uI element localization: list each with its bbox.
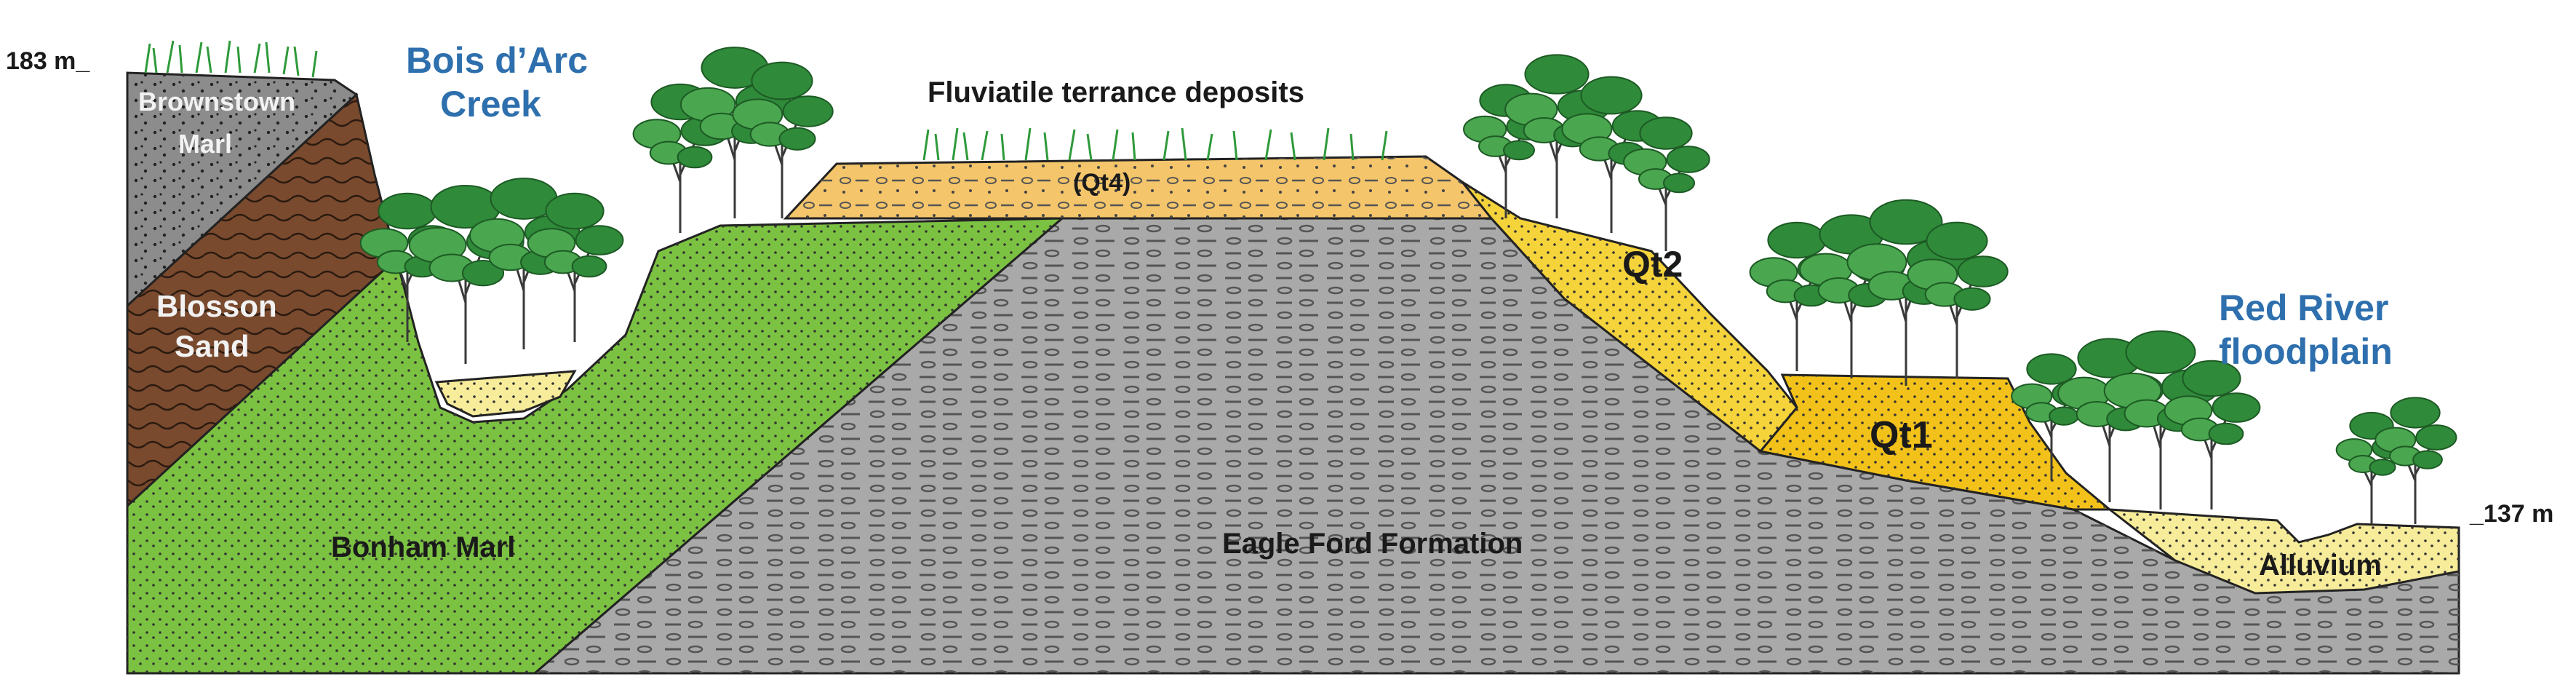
creek-bed-fill xyxy=(434,370,577,418)
tree-icon xyxy=(2335,411,2409,524)
floodplain-label-line2: floodplain xyxy=(2219,331,2393,372)
trees xyxy=(359,47,2457,524)
creek-label-line1: Bois d’Arc xyxy=(406,40,588,81)
tree-icon xyxy=(1504,54,1611,218)
terrace-deposits-label: Fluviatile terrance deposits xyxy=(928,76,1304,108)
brownstown-marl-unit xyxy=(126,71,359,309)
qt4-label: (Qt4) xyxy=(1073,169,1131,197)
brownstown-label-line2: Marl xyxy=(178,129,232,159)
eagle-ford-label: Eagle Ford Formation xyxy=(1222,528,1523,560)
tree-icon xyxy=(1561,76,1663,233)
alluvium-label: Alluvium xyxy=(2259,550,2382,582)
tree-icon xyxy=(527,192,624,342)
qt1-terrace-unit xyxy=(1758,373,2113,511)
creek-label-line2: Creek xyxy=(440,84,541,124)
tree-icon xyxy=(1623,116,1710,251)
tree-icon xyxy=(2164,360,2261,509)
eagle-ford-unit xyxy=(531,217,2460,675)
blosson-label-line1: Blosson xyxy=(156,289,277,323)
qt2-terrace-unit xyxy=(1461,181,1798,453)
floodplain-label-line1: Red River xyxy=(2219,288,2388,328)
elevation-top-label: 183 m_ xyxy=(6,47,90,75)
grass-tufts xyxy=(144,40,1388,161)
tree-icon xyxy=(2374,397,2457,524)
blosson-sand-unit xyxy=(126,92,398,509)
elevation-bottom-label: _137 m xyxy=(2469,500,2553,528)
qt4-terrace-unit xyxy=(783,155,1494,220)
qt2-label: Qt2 xyxy=(1622,244,1683,285)
qt1-label: Qt1 xyxy=(1870,414,1933,456)
tree-icon xyxy=(1907,221,2009,378)
alluvium-unit xyxy=(2106,508,2460,595)
bonham-marl-label: Bonham Marl xyxy=(331,531,515,563)
tree-icon xyxy=(732,61,834,218)
blosson-label-line2: Sand xyxy=(175,329,250,363)
brownstown-label-line1: Brownstown xyxy=(138,87,295,116)
